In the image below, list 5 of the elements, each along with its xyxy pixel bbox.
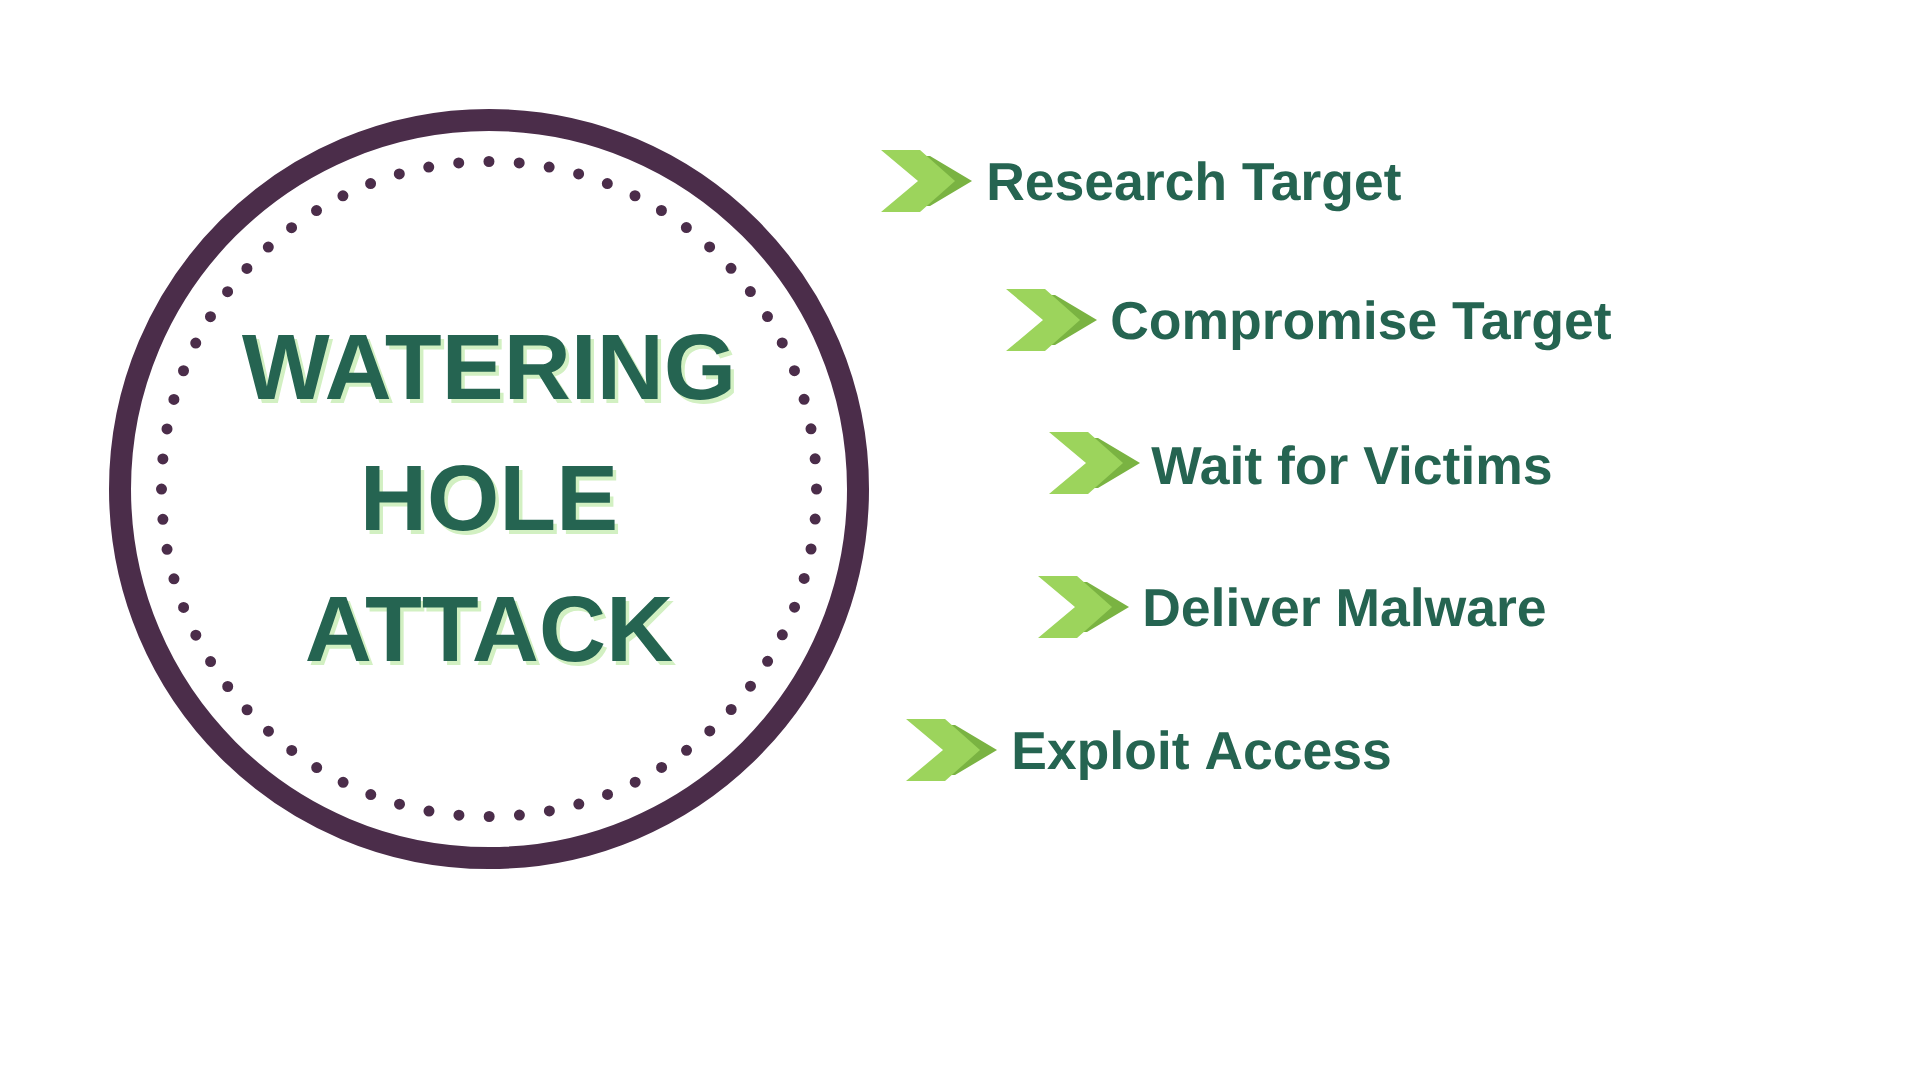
step-label: Research Target <box>989 161 1401 212</box>
step-label: Deliver Malware <box>1145 587 1545 627</box>
step-label: Compromise Target <box>1112 300 1611 351</box>
step-label: Exploit Access <box>1014 730 1390 781</box>
step-label: Wait for Victims <box>1151 445 1551 485</box>
